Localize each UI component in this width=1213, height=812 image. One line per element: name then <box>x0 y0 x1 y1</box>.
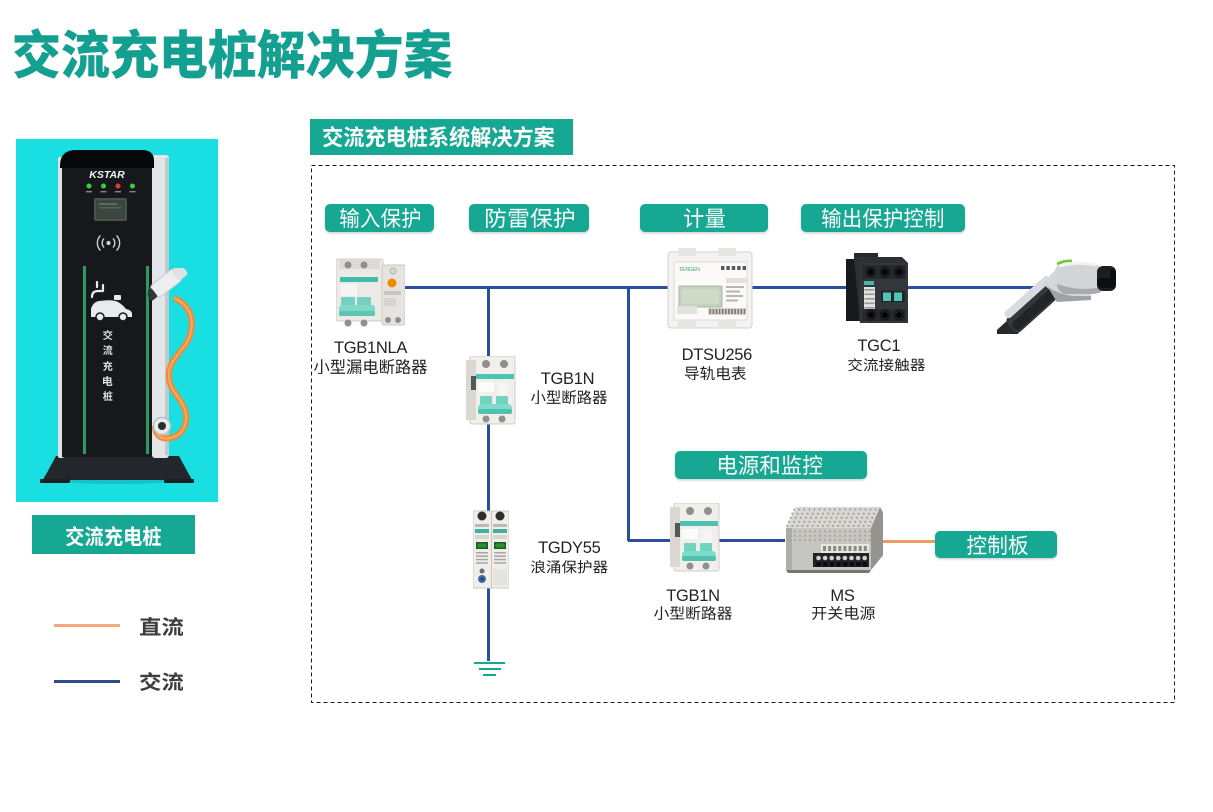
svg-text:KSTAR: KSTAR <box>89 169 125 181</box>
svg-text:TENGEN: TENGEN <box>679 267 700 273</box>
